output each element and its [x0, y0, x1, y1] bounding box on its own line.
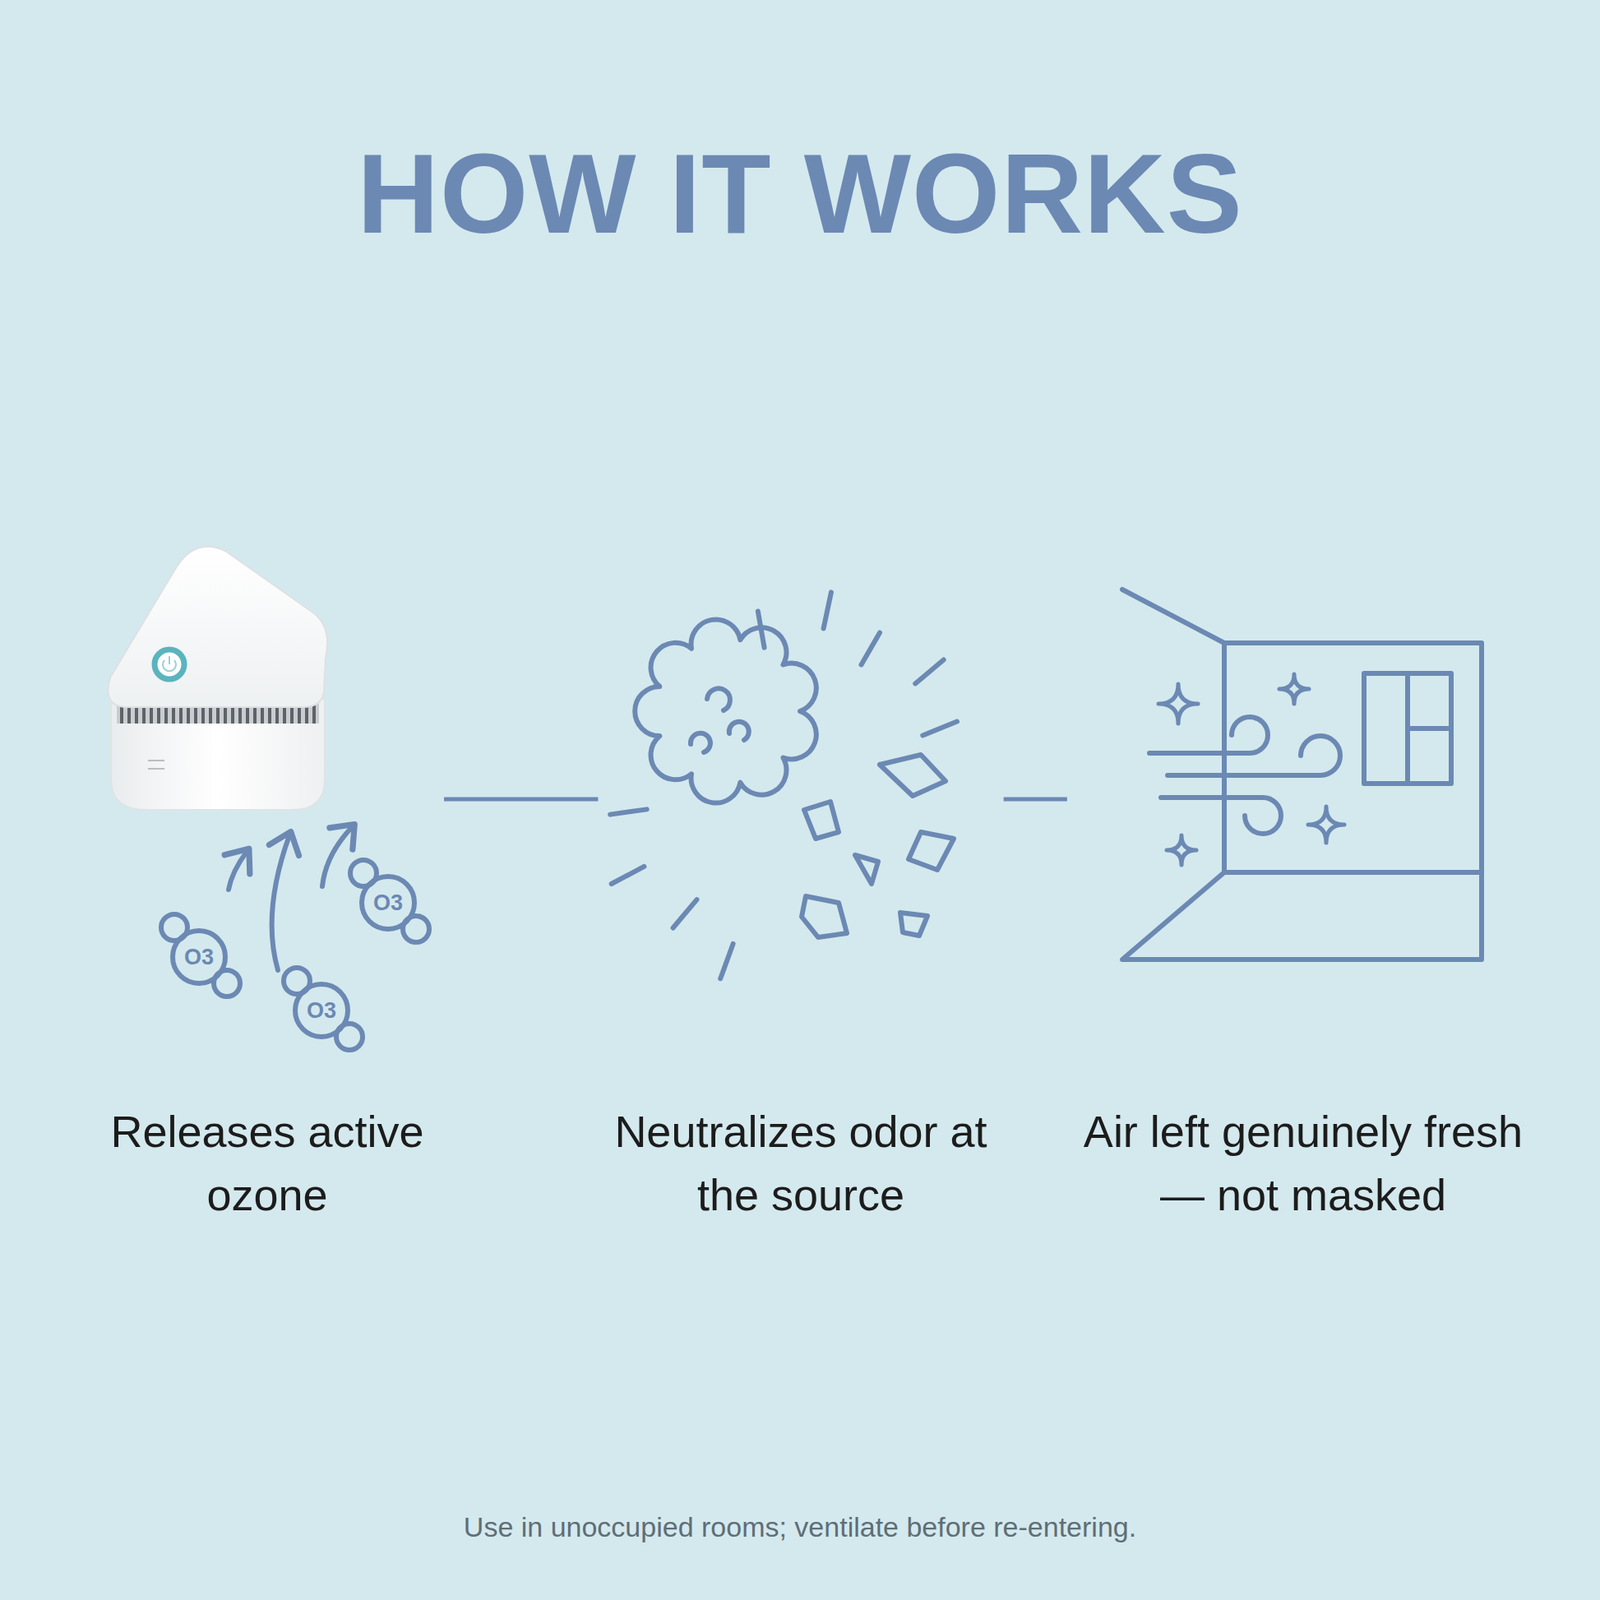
- step-connector: [443, 797, 598, 802]
- molecule-label: O3: [306, 999, 337, 1022]
- molecule-label: O3: [373, 892, 403, 915]
- ozone-device: [107, 546, 328, 810]
- step-node: Releases active ozone: [90, 526, 444, 1244]
- step-node: Air left genuinely fresh — not masked: [1067, 526, 1540, 1244]
- diagram-title: HOW IT WORKS: [0, 131, 1600, 257]
- rising-arrows: [228, 827, 352, 971]
- step-caption: Releases active ozone: [90, 1100, 444, 1227]
- step-caption: Air left genuinely fresh — not masked: [1067, 1100, 1540, 1227]
- molecule-label: O3: [184, 946, 214, 969]
- ozone-molecules: [161, 860, 430, 1050]
- step-node: Neutralizes odor at the source: [597, 526, 1004, 1244]
- safety-note: Use in unoccupied rooms; ventilate befor…: [0, 1511, 1600, 1544]
- odor-burst: [610, 591, 958, 979]
- fresh-room: [1122, 589, 1482, 960]
- step-caption: Neutralizes odor at the source: [597, 1100, 1004, 1227]
- step-connector: [1003, 797, 1068, 802]
